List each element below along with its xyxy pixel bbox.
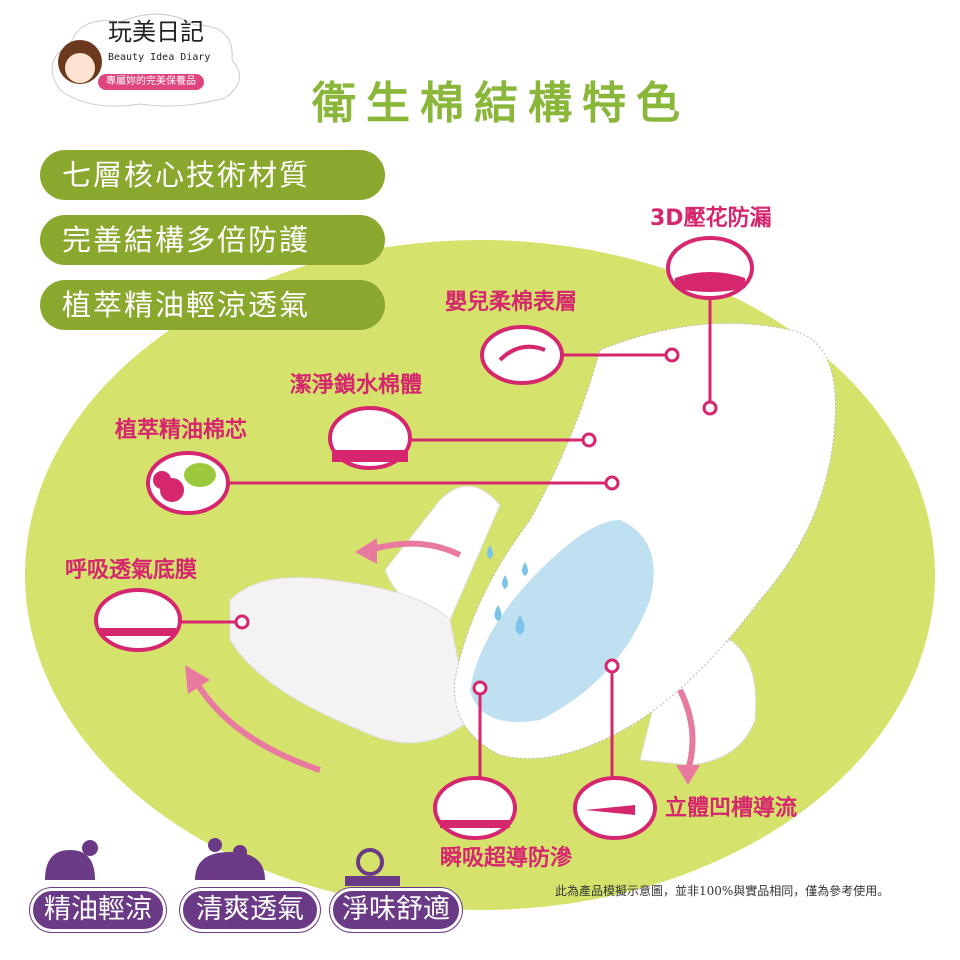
label-surface: 嬰兒柔棉表層 xyxy=(445,290,578,315)
label-absorbent: 潔淨鎖水棉體 xyxy=(290,373,423,398)
label-groove: 立體凹槽導流 xyxy=(665,796,798,821)
feature-pill: 完善結構多倍防護 xyxy=(40,215,385,265)
feature-pill: 植萃精油輕涼透氣 xyxy=(40,280,385,330)
breathable-icon xyxy=(94,588,182,652)
disclaimer: 此為產品模擬示意圖，並非100%與實品相同，僅為參考使用。 xyxy=(555,884,890,898)
logo-subtitle: Beauty Idea Diary xyxy=(108,52,211,63)
label-embossed: 3D壓花防漏 xyxy=(650,206,772,231)
flow-arrows xyxy=(192,540,696,773)
label-instant: 瞬吸超導防滲 xyxy=(440,846,573,871)
arrow-heads xyxy=(185,538,700,785)
feather-stroke-icon xyxy=(498,344,546,362)
label-backsheet: 呼吸透氣底膜 xyxy=(65,558,198,583)
leaf-icon xyxy=(184,463,216,487)
pad-wing-right xyxy=(639,639,757,766)
logo-tagline: 專屬妳的完美保養品 xyxy=(98,74,204,90)
badge-cooling: 精油輕涼 xyxy=(30,888,166,932)
badge-breathable: 清爽透氣 xyxy=(180,888,320,932)
absorbent-core xyxy=(470,520,654,722)
logo-girl-skin xyxy=(65,53,95,83)
icon-details xyxy=(100,272,745,828)
page-title: 衛生棉結構特色 xyxy=(312,78,690,129)
label-core: 植萃精油棉芯 xyxy=(115,418,248,443)
badge-odor: 淨味舒適 xyxy=(330,888,462,932)
feature-pill: 七層核心技術材質 xyxy=(40,150,385,200)
logo-name: 玩美日記 xyxy=(108,18,204,46)
water-drops-icon xyxy=(487,545,528,635)
bottom-icons xyxy=(45,838,400,886)
connector-lines xyxy=(180,295,718,780)
feather-icon xyxy=(480,325,564,385)
instant-absorb-icon xyxy=(433,776,517,840)
